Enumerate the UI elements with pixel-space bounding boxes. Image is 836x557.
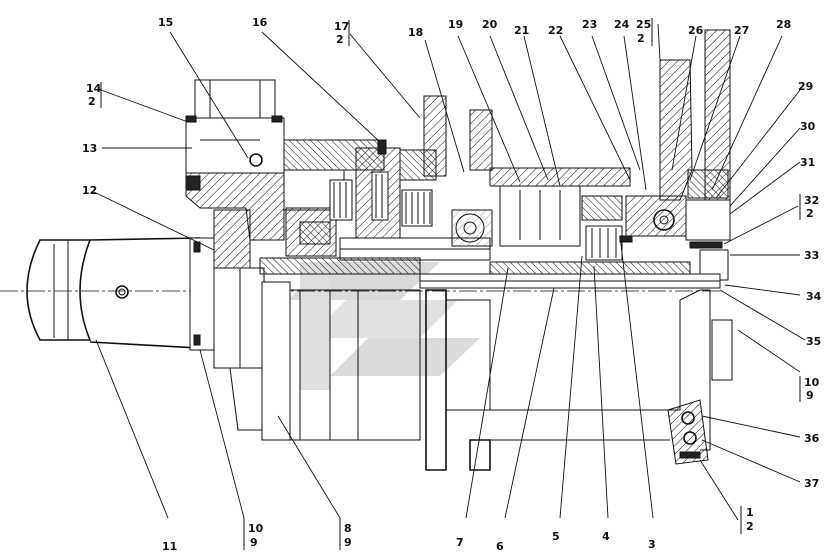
callout-1-sheet: 2 bbox=[746, 520, 754, 533]
callout-labels: 15 16 17 2 18 19 20 21 22 23 24 25 2 26 … bbox=[82, 16, 822, 553]
callout-10: 10 bbox=[248, 522, 264, 535]
callout-32-sheet: 2 bbox=[806, 207, 814, 220]
lower-housing bbox=[289, 289, 733, 471]
callout-14: 14 bbox=[86, 82, 102, 95]
callout-1: 1 bbox=[746, 506, 754, 519]
callout-20: 20 bbox=[482, 18, 498, 31]
callout-5: 5 bbox=[552, 530, 560, 543]
callout-26: 26 bbox=[688, 24, 704, 37]
callout-35: 35 bbox=[806, 335, 821, 348]
callout-17: 17 bbox=[334, 20, 349, 33]
electric-motor bbox=[26, 237, 215, 351]
callout-25: 25 bbox=[636, 18, 651, 31]
callout-28: 28 bbox=[776, 18, 791, 31]
brake-unit bbox=[185, 79, 285, 241]
callout-10-right-sheet: 9 bbox=[806, 389, 814, 402]
callout-13: 13 bbox=[82, 142, 97, 155]
callout-32: 32 bbox=[804, 194, 819, 207]
callout-30: 30 bbox=[800, 120, 816, 133]
callout-17-sheet: 2 bbox=[336, 33, 344, 46]
callout-27: 27 bbox=[734, 24, 749, 37]
callout-10-sheet: 9 bbox=[250, 536, 258, 549]
callout-18: 18 bbox=[408, 26, 423, 39]
adapter-housing bbox=[213, 209, 291, 441]
callout-12: 12 bbox=[82, 184, 97, 197]
callout-23: 23 bbox=[582, 18, 597, 31]
callout-14-sheet: 2 bbox=[88, 95, 96, 108]
callout-29: 29 bbox=[798, 80, 813, 93]
callout-16: 16 bbox=[252, 16, 268, 29]
callout-11: 11 bbox=[162, 540, 177, 553]
callout-22: 22 bbox=[548, 24, 563, 37]
callout-10-right: 10 bbox=[804, 376, 820, 389]
callout-8-sheet: 9 bbox=[344, 536, 352, 549]
callout-37: 37 bbox=[804, 477, 819, 490]
leader-lines bbox=[93, 23, 806, 521]
clutch-pack bbox=[399, 95, 493, 227]
seal-assembly bbox=[667, 399, 709, 465]
callout-4: 4 bbox=[602, 530, 610, 543]
output-shaft bbox=[419, 261, 721, 289]
callout-8: 8 bbox=[344, 522, 352, 535]
callout-31: 31 bbox=[800, 156, 815, 169]
callout-21: 21 bbox=[514, 24, 529, 37]
callout-34: 34 bbox=[806, 290, 822, 303]
callout-36: 36 bbox=[804, 432, 820, 445]
callout-25-sheet: 2 bbox=[637, 32, 645, 45]
callout-7: 7 bbox=[456, 536, 464, 549]
callout-19: 19 bbox=[448, 18, 463, 31]
input-gear-stage bbox=[283, 139, 401, 257]
intermediate-shaft bbox=[259, 209, 493, 275]
callout-15: 15 bbox=[158, 16, 173, 29]
callout-6: 6 bbox=[496, 540, 504, 553]
output-flange bbox=[653, 29, 731, 281]
callout-3: 3 bbox=[648, 538, 656, 551]
callout-24: 24 bbox=[614, 18, 630, 31]
callout-33: 33 bbox=[804, 249, 819, 262]
